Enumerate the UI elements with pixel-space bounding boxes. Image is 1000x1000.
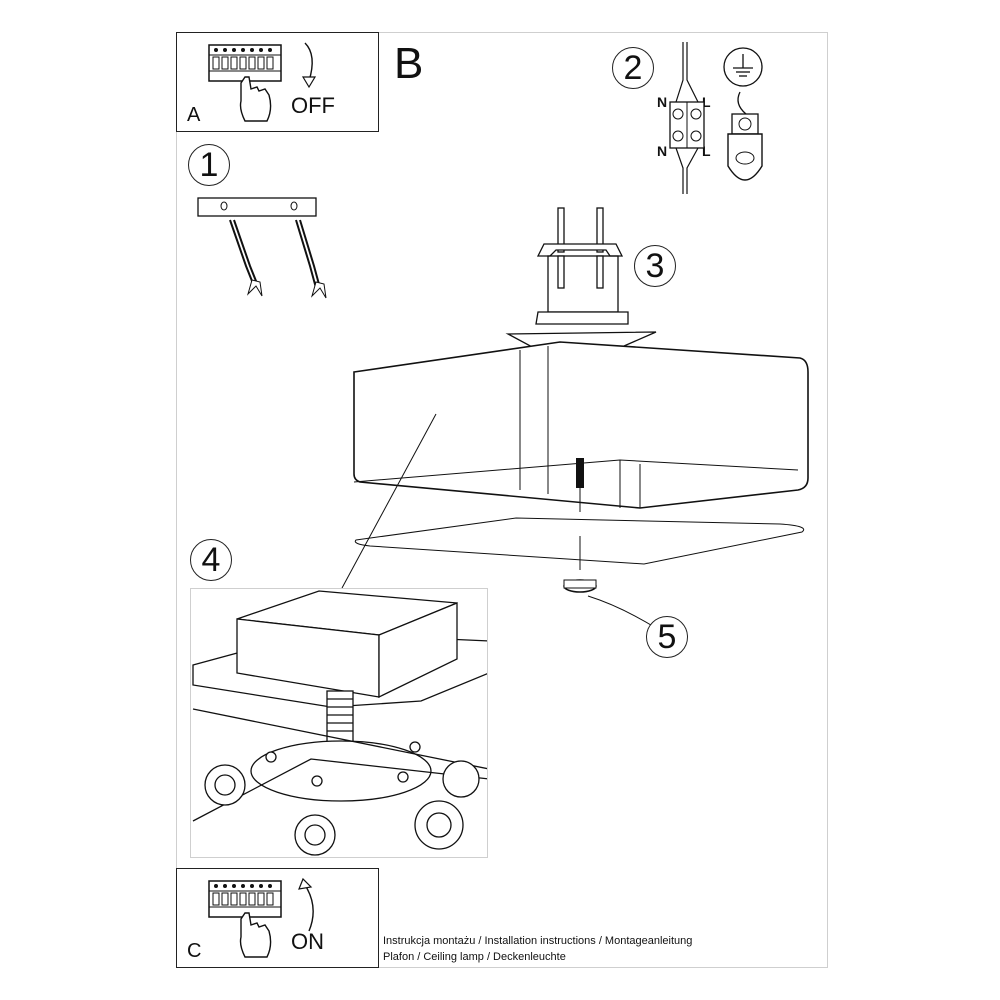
panel-c: ON C: [176, 868, 379, 968]
step-4-marker: 4: [190, 539, 232, 581]
ceiling-anchor-illustration: [197, 197, 327, 299]
step-3-marker: 3: [634, 245, 676, 287]
section-b-letter: B: [394, 39, 424, 88]
step-2-marker: 2: [612, 47, 654, 89]
page-frame: [176, 32, 828, 968]
ground-terminal-illustration: [727, 91, 763, 181]
terminal-block-illustration: [669, 42, 705, 194]
ceiling-lamp-shade-illustration: [341, 341, 809, 629]
panel-a: OFF A: [176, 32, 379, 132]
footer-product-name: Plafon / Ceiling lamp / Deckenleuchte: [383, 951, 566, 963]
bulb-cluster-detail-illustration: [192, 590, 487, 856]
step-1-marker: 1: [188, 144, 230, 186]
panel-c-letter: C: [187, 940, 202, 962]
ground-symbol-icon: [723, 47, 763, 87]
mounting-bracket-illustration: [505, 207, 657, 349]
wire-label-neutral-top: N: [657, 94, 668, 110]
wire-label-neutral-bottom: N: [657, 143, 668, 159]
arrow-down-icon: [301, 42, 317, 89]
wire-label-live-bottom: L: [702, 143, 711, 159]
step-5-marker: 5: [646, 616, 688, 658]
detail-inset: [190, 588, 488, 858]
panel-a-letter: A: [187, 104, 201, 126]
breaker-panel-icon: [208, 44, 282, 122]
wire-label-live-top: L: [702, 94, 711, 110]
arrow-up-icon: [298, 877, 314, 932]
footer-instructions-title: Instrukcja montażu / Installation instru…: [383, 935, 693, 947]
switch-on-label: ON: [291, 929, 324, 954]
breaker-panel-icon: [208, 880, 282, 958]
switch-off-label: OFF: [291, 93, 335, 118]
